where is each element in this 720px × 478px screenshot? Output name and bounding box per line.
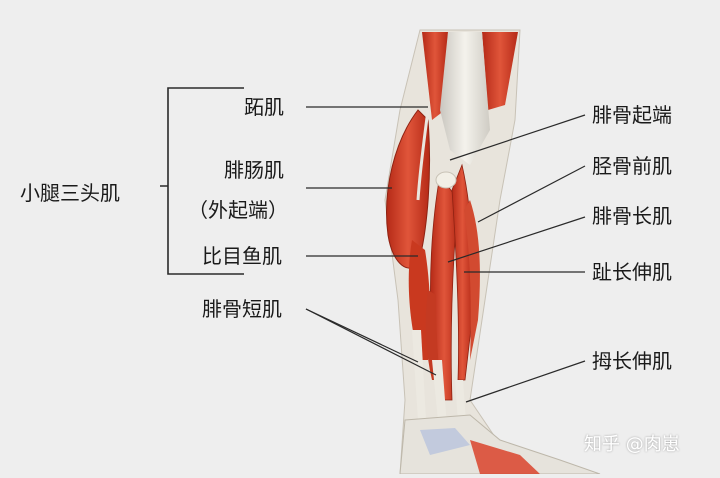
group-label: 小腿三头肌 [20,181,120,205]
thigh-muscle-right [482,32,518,110]
label-peroneus-brevis: 腓骨短肌 [202,297,282,321]
label-plantaris: 跖肌 [244,95,284,119]
ext-digitorum-muscle [464,200,480,360]
peroneus-longus-muscle [430,173,459,401]
watermark: 知乎 @肉崽 [584,434,680,455]
peroneus-brevis-muscle [425,290,440,380]
label-tibialis-anterior: 胫骨前肌 [592,154,672,178]
ankle-ligament [420,428,470,455]
leader-fibula-origin [449,114,586,161]
label-peroneus-longus: 腓骨长肌 [592,204,672,228]
group-bracket [160,87,244,275]
foot-muscle [470,440,540,474]
leader-tibialis-anterior [477,165,586,223]
label-gastrocnemius: 腓肠肌 [224,158,284,182]
leader-ext-hallucis [465,360,586,403]
lower-tendon-3 [412,330,426,420]
label-fibula-origin: 腓骨起端 [592,103,672,127]
fibula-head [435,171,457,189]
label-ext-digitorum: 趾长伸肌 [592,260,672,284]
gastrocnemius-muscle [386,109,431,269]
knee-tendon [440,32,490,165]
label-gastrocnemius-sub: （外起端） [188,198,288,222]
leader-peroneus-longus [447,216,586,263]
leader-peroneus-brevis-b [305,308,437,376]
label-soleus: 比目鱼肌 [202,244,282,268]
plantaris-muscle [416,109,430,201]
label-ext-hallucis: 拇长伸肌 [592,349,672,373]
